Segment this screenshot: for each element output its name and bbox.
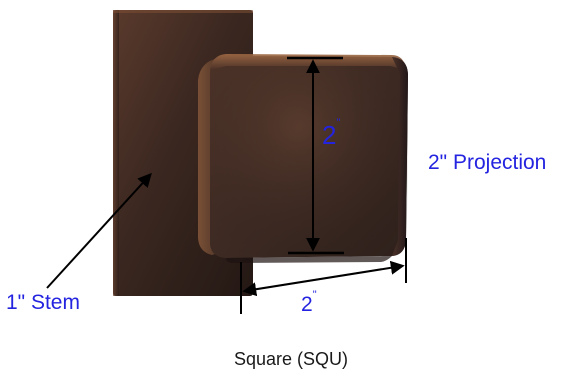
height-dimension-unit: " (336, 117, 341, 129)
product-caption: Square (SQU) (234, 349, 349, 369)
height-dimension-label: 2" (322, 118, 340, 150)
width-dimension-value: 2 (301, 293, 313, 316)
width-dimension-label: 2" (301, 290, 317, 316)
width-dimension-unit: " (312, 289, 317, 301)
stem-leader-arrow (46, 172, 152, 289)
projection-label: 2" Projection (428, 151, 547, 174)
height-dimension-line (287, 56, 344, 255)
square-knob (198, 54, 408, 263)
height-dimension-value: 2 (322, 120, 337, 150)
width-dimension-line (240, 238, 407, 314)
stem-label: 1" Stem (6, 291, 80, 314)
